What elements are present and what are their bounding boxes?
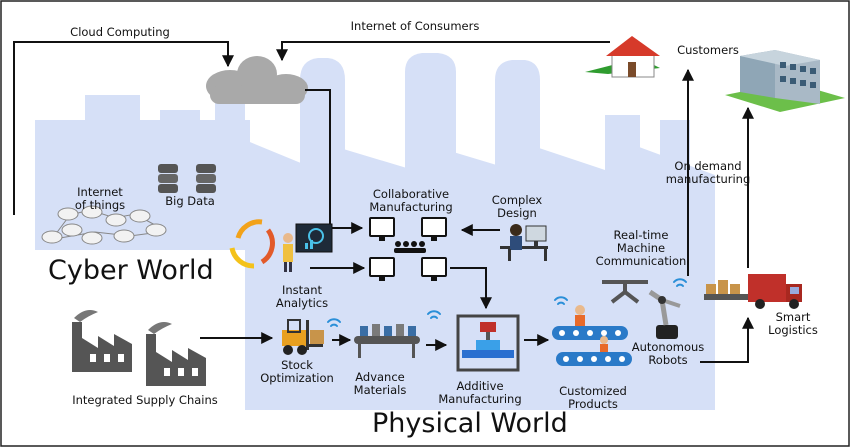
smart-logistics-label: Smart Logistics	[768, 310, 818, 337]
complex-design-label: Complex Design	[491, 193, 543, 220]
forklift-icon	[282, 319, 324, 355]
wifi-icon	[327, 278, 687, 327]
smoke-icon	[74, 310, 172, 334]
designer-at-desk-icon	[500, 224, 548, 261]
customized-products-label: Customized Products	[559, 384, 627, 411]
house-icon	[585, 36, 660, 78]
factory-silhouette-background	[35, 53, 715, 410]
additive-manufacturing-label: Additive Manufacturing	[438, 379, 522, 406]
factory-icon	[72, 322, 206, 386]
3d-printer-icon	[456, 314, 520, 372]
autonomous-robot-icon	[648, 289, 681, 339]
building-icon	[725, 50, 845, 112]
collaboration-monitor-icon	[369, 217, 447, 281]
cyber-world-title: Cyber World	[48, 255, 214, 286]
internet-of-consumers-label: Internet of Consumers	[350, 19, 480, 33]
integrated-supply-chains-label: Integrated Supply Chains	[72, 393, 218, 407]
physical-world-title: Physical World	[372, 408, 568, 439]
cycle-arrows-icon	[229, 219, 275, 269]
autonomous-robots-label: Autonomous Robots	[631, 340, 705, 367]
robot-arm-icon	[602, 280, 648, 304]
cloud-icon	[206, 56, 308, 104]
cloud-computing-label: Cloud Computing	[70, 25, 170, 39]
materials-conveyor-icon	[354, 324, 420, 358]
database-icon	[158, 164, 216, 193]
collaborative-manufacturing-label: Collaborative Manufacturing	[369, 187, 453, 214]
advance-materials-label: Advance Materials	[353, 370, 407, 397]
factory-windows	[90, 354, 198, 376]
instant-analytics-label: Instant Analytics	[275, 283, 329, 310]
realtime-communication-label: Real-time Machine Communication	[595, 228, 687, 268]
customers-label: Customers	[677, 43, 739, 57]
on-demand-manufacturing-label: On demand manufacturing	[665, 159, 751, 186]
iot-network-icon	[41, 205, 167, 245]
team-icon	[394, 241, 426, 253]
internet-of-things-label: Internet of things	[74, 185, 126, 212]
flow-arrows	[13, 41, 754, 363]
products-conveyor-icon	[552, 305, 632, 366]
big-data-label: Big Data	[165, 194, 215, 208]
truck-icon	[704, 274, 802, 309]
stock-optimization-label: Stock Optimization	[260, 358, 334, 385]
analytics-presenter-icon	[283, 223, 333, 272]
